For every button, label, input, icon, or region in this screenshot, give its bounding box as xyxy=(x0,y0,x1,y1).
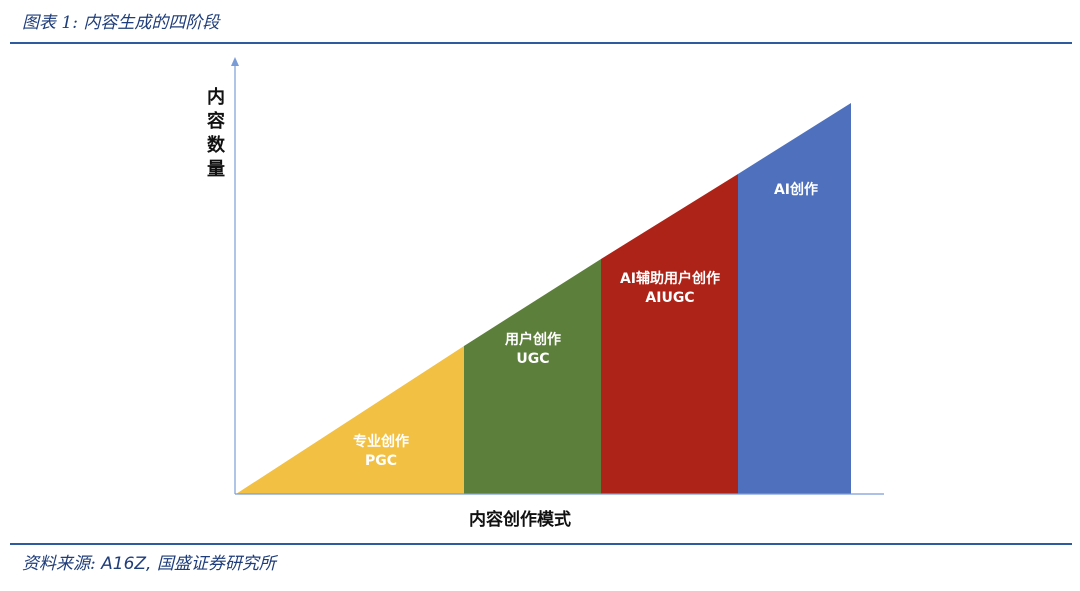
figure-title-text: 内容生成的四阶段 xyxy=(83,13,220,33)
stage-label-ugc-line2: UGC xyxy=(516,351,549,367)
stage-label-aiugc-line1: AI辅助用户创作 xyxy=(620,270,720,287)
source-note: 资料来源: A16Z, 国盛证券研究所 xyxy=(22,549,276,574)
x-axis-label: 内容创作模式 xyxy=(469,510,571,530)
y-axis-arrow xyxy=(231,57,239,66)
figure-label: 图表 1: xyxy=(22,13,78,33)
figure-title: 图表 1: 内容生成的四阶段 xyxy=(22,8,219,33)
bottom-rule xyxy=(10,543,1072,545)
stage-label-ugc-line1: 用户创作 xyxy=(505,331,561,348)
stage-area-ai xyxy=(738,103,851,494)
stage-labels: 专业创作 PGC 用户创作 UGC AI辅助用户创作 AIUGC AI创作 xyxy=(353,181,818,469)
stage-area-pgc xyxy=(236,346,464,494)
axes xyxy=(231,57,884,495)
stage-label-pgc-line1: 专业创作 xyxy=(353,433,409,450)
stage-label-ai-line1: AI创作 xyxy=(774,181,818,198)
source-label: 资料来源: xyxy=(22,554,96,574)
stage-areas xyxy=(236,103,851,494)
top-rule xyxy=(10,42,1072,44)
source-org: A16Z, xyxy=(101,554,152,574)
stage-label-aiugc-line2: AIUGC xyxy=(645,290,694,306)
stage-area-aiugc xyxy=(601,174,738,494)
source-rest: 国盛证券研究所 xyxy=(156,554,276,574)
stage-area-ugc xyxy=(464,259,601,494)
y-axis-label: 内容数量 xyxy=(207,87,225,180)
stage-label-pgc-line2: PGC xyxy=(365,453,397,469)
